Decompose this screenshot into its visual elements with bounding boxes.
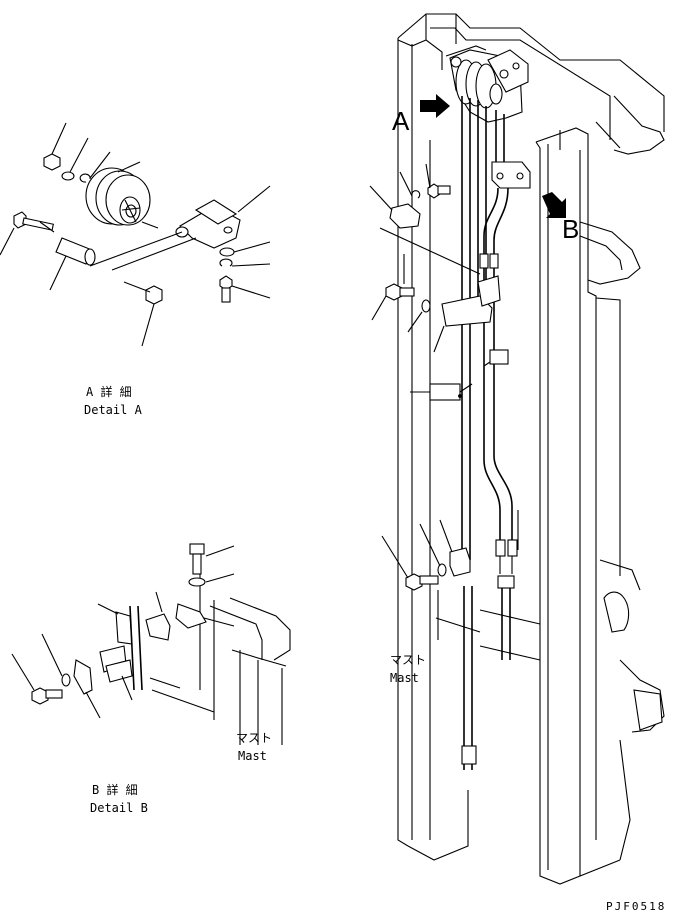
mast-bolt-1 xyxy=(385,283,415,301)
drawing-code: PJF0518 xyxy=(606,900,666,913)
hose-fitting xyxy=(479,253,489,269)
mast-assembly: マスト Mast xyxy=(369,13,665,885)
mast-bracket-lower xyxy=(405,547,471,591)
mast-label-b-en: Mast xyxy=(238,749,267,763)
detail-a-title-en: Detail A xyxy=(84,403,143,417)
mast-roller-2 xyxy=(633,689,663,731)
detail-b-title-en: Detail B xyxy=(90,801,148,815)
nut-part-2 xyxy=(145,285,163,305)
snap-ring-part xyxy=(79,173,91,183)
mast-label-main-jp: マスト xyxy=(390,653,426,667)
long-bolt-part xyxy=(13,211,55,233)
detail-a-title-jp: A 詳 細 xyxy=(86,384,132,399)
washer-part-2 xyxy=(219,247,235,257)
washer-part-b xyxy=(188,577,206,587)
mid-bracket xyxy=(441,275,501,327)
nut-part xyxy=(43,153,61,171)
mast-washer-1 xyxy=(421,299,431,313)
sheave-pulley-part xyxy=(85,167,151,226)
view-b-label: B xyxy=(562,214,579,244)
view-a-label: A xyxy=(392,106,410,136)
view-arrow-a: A xyxy=(392,94,450,136)
detail-a-group: A 詳 細 Detail A xyxy=(0,122,271,417)
bolt-part-b xyxy=(189,543,205,575)
mast-bracket-top xyxy=(389,183,451,229)
mast-roller xyxy=(603,591,630,633)
bracket-part xyxy=(175,199,241,249)
bolt-part-b2 xyxy=(31,687,63,705)
lock-washer-part xyxy=(219,258,233,267)
spacer-tube-part xyxy=(55,237,96,266)
view-arrow-b: B xyxy=(542,192,579,244)
hose-protector xyxy=(429,383,461,401)
mast-label-b-jp: マスト xyxy=(236,731,272,745)
clamp-part xyxy=(99,613,171,683)
plate-bracket-part xyxy=(175,603,207,629)
top-sheave-assembly xyxy=(445,45,529,123)
bracket-part-b xyxy=(73,659,93,695)
bolt-part xyxy=(219,275,233,303)
mast-label-main-en: Mast xyxy=(390,671,419,685)
detail-b-group: マスト Mast B 詳 細 Detail B xyxy=(11,543,291,815)
washer-part xyxy=(61,171,75,181)
detail-b-title-jp: B 詳 細 xyxy=(92,782,138,797)
washer-part-b2 xyxy=(61,673,71,687)
hose-clamp-b xyxy=(491,161,531,189)
hose-protector-2 xyxy=(489,349,509,365)
hose-fitting-2 xyxy=(489,253,499,269)
